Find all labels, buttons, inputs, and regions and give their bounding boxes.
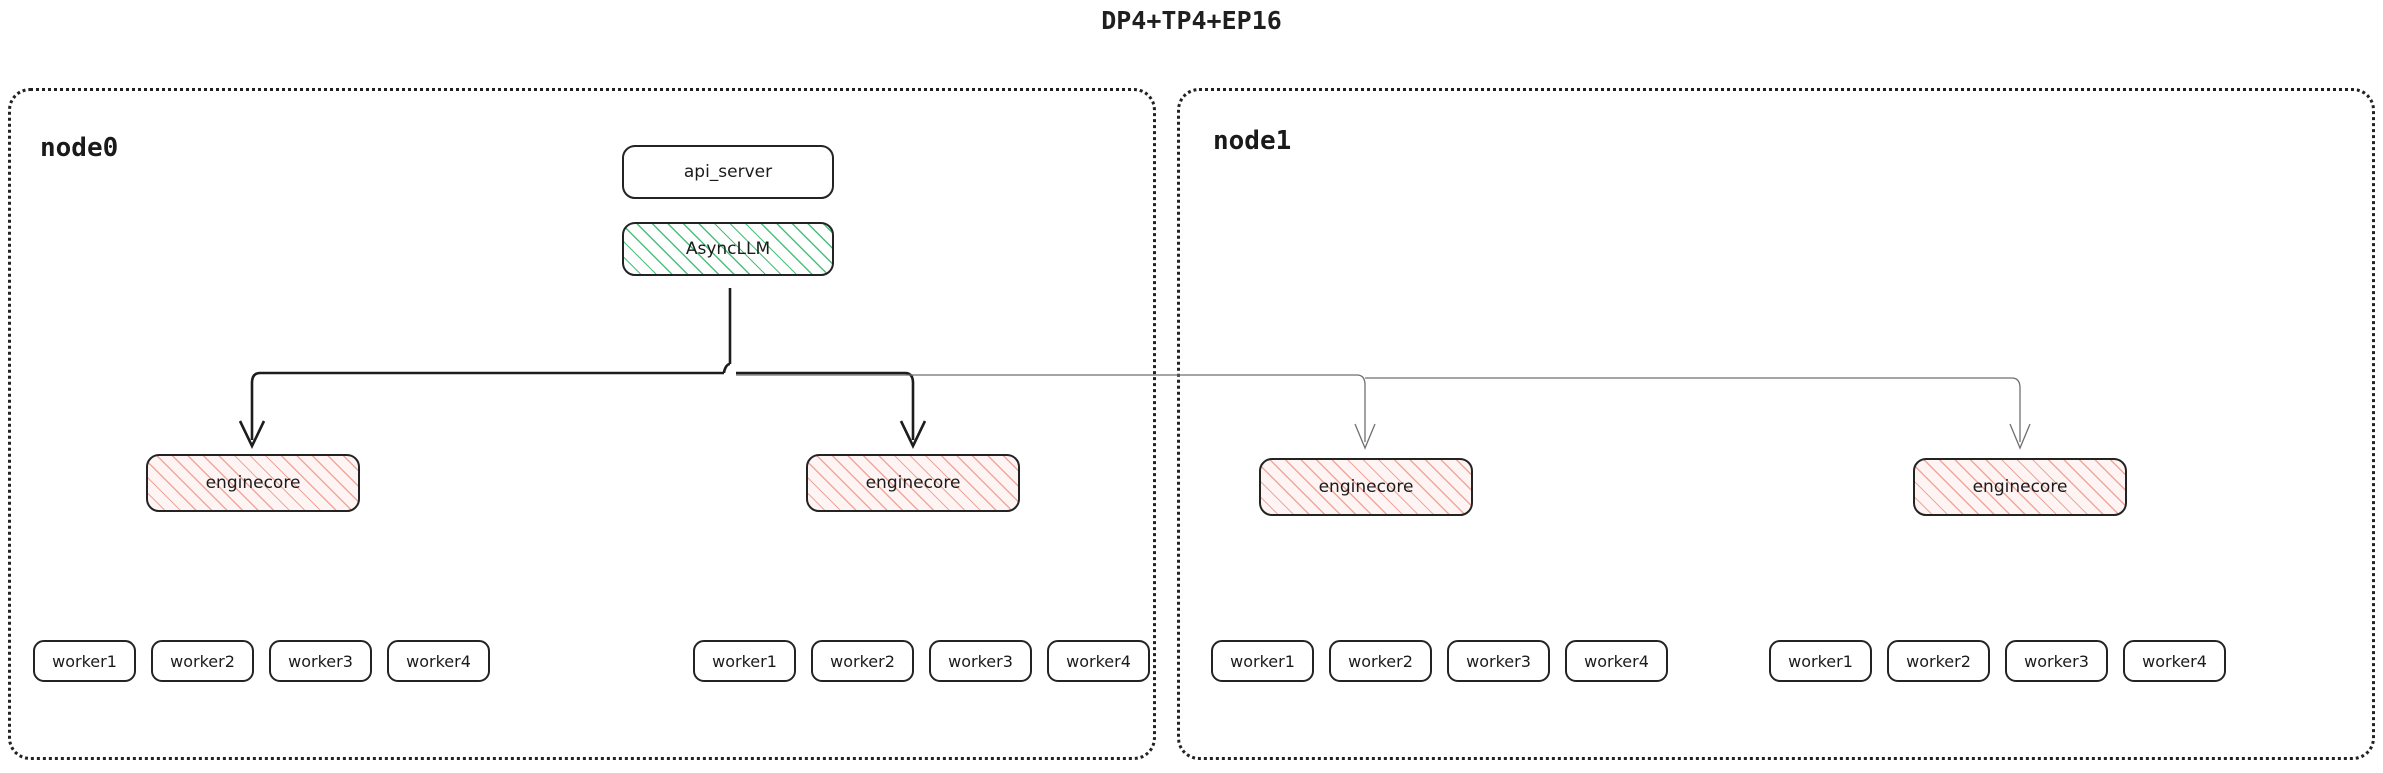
worker-box-wg2-3[interactable]: worker3 (1447, 640, 1550, 682)
async-llm-box[interactable]: AsyncLLM (622, 222, 834, 276)
worker-box-wg3-1[interactable]: worker1 (1769, 640, 1872, 682)
worker-box-wg2-2[interactable]: worker2 (1329, 640, 1432, 682)
page-title: DP4+TP4+EP16 (1101, 6, 1282, 35)
node-label-node0: node0 (40, 133, 119, 163)
worker-box-wg3-4[interactable]: worker4 (2123, 640, 2226, 682)
node-container-node0 (8, 88, 1156, 760)
worker-box-wg0-2[interactable]: worker2 (151, 640, 254, 682)
worker-box-wg2-4[interactable]: worker4 (1565, 640, 1668, 682)
worker-box-wg0-3[interactable]: worker3 (269, 640, 372, 682)
enginecore-box-0[interactable]: enginecore (146, 454, 360, 512)
worker-box-wg1-3[interactable]: worker3 (929, 640, 1032, 682)
worker-box-wg0-1[interactable]: worker1 (33, 640, 136, 682)
node-container-node1 (1177, 88, 2375, 760)
worker-box-wg1-4[interactable]: worker4 (1047, 640, 1150, 682)
worker-box-wg3-2[interactable]: worker2 (1887, 640, 1990, 682)
api-server-box[interactable]: api_server (622, 145, 834, 199)
worker-box-wg3-3[interactable]: worker3 (2005, 640, 2108, 682)
worker-box-wg0-4[interactable]: worker4 (387, 640, 490, 682)
node-label-node1: node1 (1213, 126, 1292, 156)
worker-box-wg1-2[interactable]: worker2 (811, 640, 914, 682)
worker-box-wg2-1[interactable]: worker1 (1211, 640, 1314, 682)
enginecore-box-3[interactable]: enginecore (1913, 458, 2127, 516)
enginecore-box-1[interactable]: enginecore (806, 454, 1020, 512)
worker-box-wg1-1[interactable]: worker1 (693, 640, 796, 682)
enginecore-box-2[interactable]: enginecore (1259, 458, 1473, 516)
